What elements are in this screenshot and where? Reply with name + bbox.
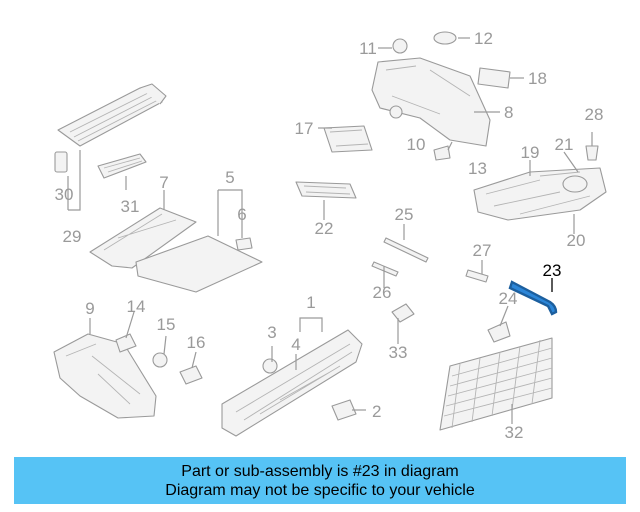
parts-diagram: 1 2 3 4 5 6 7 8 9 10 11 12 13 14 15 16 1… — [53, 29, 607, 442]
callout-28: 28 — [585, 105, 604, 124]
callout-9: 9 — [85, 299, 94, 318]
callout-13: 13 — [468, 159, 487, 178]
clip-6 — [235, 237, 253, 251]
strap-27 — [465, 269, 489, 283]
callout-19: 19 — [521, 143, 540, 162]
callout-4: 4 — [291, 335, 300, 354]
bracket-2 — [331, 399, 357, 421]
callout-26: 26 — [373, 283, 392, 302]
clip-30 — [54, 151, 68, 173]
leader-lines — [67, 37, 593, 424]
clip-15 — [152, 352, 168, 368]
callout-20: 20 — [567, 231, 586, 250]
callout-30: 30 — [55, 185, 74, 204]
callout-15: 15 — [157, 315, 176, 334]
callout-32: 32 — [505, 423, 524, 442]
panel-18 — [477, 67, 511, 89]
clip-14 — [115, 333, 137, 353]
callout-24: 24 — [499, 289, 518, 308]
callout-5: 5 — [225, 168, 234, 187]
cargo-net-32 — [439, 337, 553, 431]
callout-21: 21 — [555, 135, 574, 154]
callout-18: 18 — [528, 69, 547, 88]
sill-plate-1 — [221, 329, 363, 437]
callout-11: 11 — [359, 39, 377, 58]
banner-line-disclaimer: Diagram may not be specific to your vehi… — [165, 481, 475, 499]
cap-12 — [433, 31, 457, 45]
floor-mat-5 — [135, 235, 263, 293]
callout-1: 1 — [306, 293, 315, 312]
side-trim-8 — [371, 57, 491, 147]
hook-13 — [433, 145, 451, 161]
callout-31: 31 — [121, 197, 140, 216]
jack-handle-25 — [383, 237, 429, 263]
callout-labels: 1 2 3 4 5 6 7 8 9 10 11 12 13 14 15 16 1… — [55, 29, 604, 442]
callout-17: 17 — [295, 119, 314, 138]
callout-23: 23 — [543, 261, 562, 280]
wrench-26 — [371, 261, 399, 277]
callout-22: 22 — [315, 219, 334, 238]
callout-2: 2 — [372, 402, 381, 421]
callout-25: 25 — [395, 205, 414, 224]
callout-10: 10 — [407, 135, 426, 154]
clip-11 — [392, 38, 408, 54]
side-trim-9 — [53, 333, 157, 419]
callout-7: 7 — [159, 173, 168, 192]
cap-3 — [262, 358, 278, 374]
floor-mat-7 — [89, 207, 197, 269]
callout-3: 3 — [267, 323, 276, 342]
part-23-highlighted — [508, 280, 558, 316]
panel-17 — [323, 125, 373, 153]
callout-8: 8 — [504, 103, 513, 122]
clip-28 — [585, 145, 599, 161]
callout-29: 29 — [63, 227, 82, 246]
clip-10 — [389, 105, 403, 119]
bracket-33 — [391, 303, 415, 323]
callout-33: 33 — [389, 343, 408, 362]
info-banner: Part or sub-assembly is #23 in diagram D… — [14, 457, 626, 504]
lid-trim-19 — [473, 167, 607, 221]
banner-line-part: Part or sub-assembly is #23 in diagram — [181, 462, 459, 480]
callout-27: 27 — [473, 241, 492, 260]
callout-12: 12 — [474, 29, 493, 48]
hook-24 — [487, 321, 511, 343]
cargo-cover-shelf — [57, 83, 167, 147]
callout-14: 14 — [127, 297, 146, 316]
callout-6: 6 — [237, 205, 246, 224]
callout-16: 16 — [187, 333, 206, 352]
bracket-31 — [97, 153, 147, 179]
tray-22 — [295, 181, 357, 199]
clip-16 — [179, 365, 203, 385]
